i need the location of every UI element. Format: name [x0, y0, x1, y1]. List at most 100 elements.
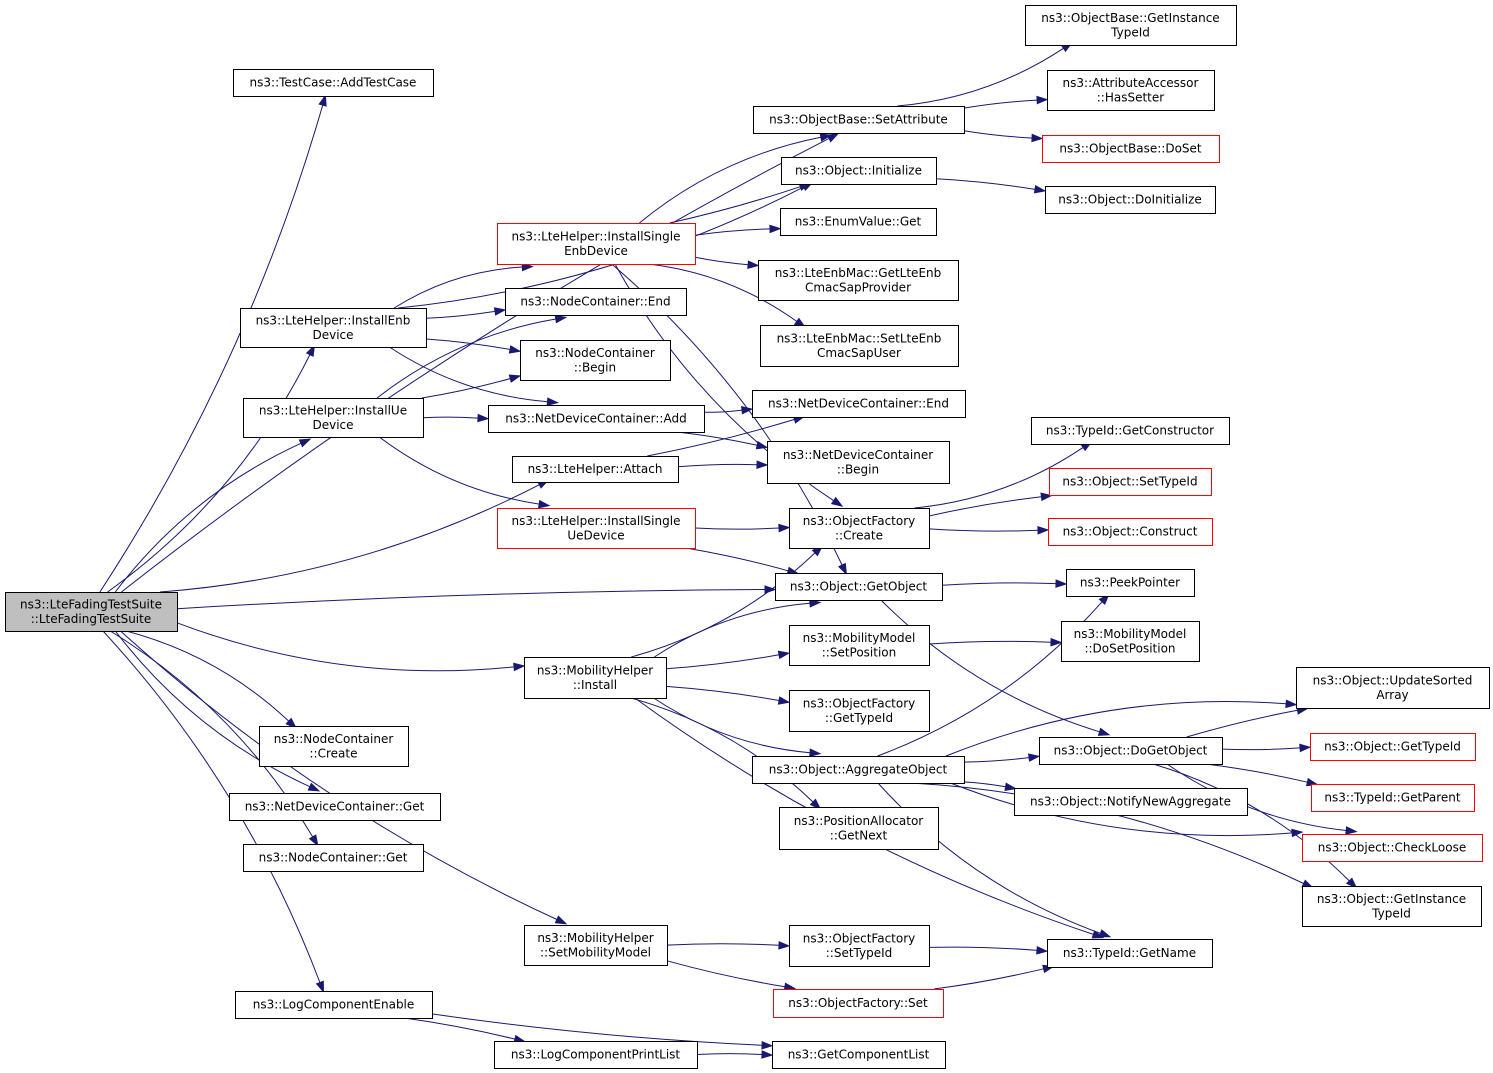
- node-netDevContainerEnd[interactable]: ns3::NetDeviceContainer::End: [752, 390, 966, 418]
- node-label: Device: [312, 418, 353, 432]
- node-getComponentList[interactable]: ns3::GetComponentList: [772, 1041, 946, 1069]
- node-box: [494, 1041, 698, 1069]
- node-box: [1014, 788, 1248, 816]
- call-edge: [696, 1050, 774, 1059]
- node-netDevContainerBegin[interactable]: ns3::NetDeviceContainer::Begin: [767, 441, 950, 484]
- node-label: ns3::GetComponentList: [788, 1048, 930, 1062]
- node-label: ns3::Object::SetTypeId: [1062, 475, 1197, 489]
- node-objectGetTypeId[interactable]: ns3::Object::GetTypeId: [1310, 733, 1476, 761]
- node-logComponentPrintList[interactable]: ns3::LogComponentPrintList: [494, 1041, 698, 1069]
- node-label: ns3::Object::NotifyNewAggregate: [1030, 795, 1231, 809]
- node-mobilityDoSetPosition[interactable]: ns3::MobilityModel::DoSetPosition: [1061, 621, 1200, 662]
- call-edge: [114, 438, 312, 593]
- call-edge: [928, 492, 1053, 517]
- node-objectDoInitialize[interactable]: ns3::Object::DoInitialize: [1045, 186, 1216, 214]
- call-edge: [159, 479, 550, 593]
- node-label: CmacSapUser: [817, 346, 901, 360]
- arrowhead: [1098, 929, 1112, 938]
- node-box: [1045, 186, 1216, 214]
- arrowhead: [747, 260, 760, 269]
- node-objectInitialize[interactable]: ns3::Object::Initialize: [781, 157, 937, 185]
- call-edge: [941, 579, 1068, 588]
- node-logComponentEnable[interactable]: ns3::LogComponentEnable: [235, 991, 433, 1019]
- node-enumValueGet[interactable]: ns3::EnumValue::Get: [780, 208, 937, 236]
- node-box: [1025, 5, 1237, 46]
- node-attrAccessorHasSetter[interactable]: ns3::AttributeAccessor::HasSetter: [1047, 70, 1215, 111]
- node-objectConstruct[interactable]: ns3::Object::Construct: [1048, 518, 1213, 546]
- node-label: ns3::LteHelper::InstallEnb: [256, 313, 411, 327]
- call-edge: [176, 585, 777, 610]
- node-addTestCase[interactable]: ns3::TestCase::AddTestCase: [233, 69, 434, 97]
- node-box: [775, 573, 943, 601]
- node-posAllocGetNext[interactable]: ns3::PositionAllocator::GetNext: [779, 807, 939, 850]
- node-typeIdGetConstructor[interactable]: ns3::TypeId::GetConstructor: [1031, 417, 1230, 445]
- node-label: ns3::Object::GetInstance: [1317, 892, 1466, 906]
- node-box: [524, 657, 667, 699]
- node-aggregateObject[interactable]: ns3::Object::AggregateObject: [752, 756, 965, 784]
- arrowhead: [769, 224, 782, 234]
- node-nodeContainerEnd[interactable]: ns3::NodeContainer::End: [505, 288, 687, 316]
- call-edge: [389, 346, 559, 406]
- node-root[interactable]: ns3::LteFadingTestSuite::LteFadingTestSu…: [5, 592, 178, 632]
- node-label: ::SetPosition: [822, 645, 897, 659]
- node-label: ::GetNext: [830, 828, 888, 842]
- call-edge: [694, 256, 760, 269]
- node-box: [1048, 518, 1213, 546]
- node-objectFactoryGetTypeId[interactable]: ns3::ObjectFactory::GetTypeId: [789, 690, 930, 732]
- node-setAttribute[interactable]: ns3::ObjectBase::SetAttribute: [753, 106, 965, 134]
- node-notifyNewAggregate[interactable]: ns3::Object::NotifyNewAggregate: [1014, 788, 1248, 816]
- arrowhead: [778, 941, 791, 950]
- node-typeIdGetName[interactable]: ns3::TypeId::GetName: [1047, 939, 1213, 968]
- arrowhead: [513, 662, 526, 672]
- node-typeIdGetParent[interactable]: ns3::TypeId::GetParent: [1311, 784, 1475, 812]
- node-label: ns3::ObjectBase::GetInstance: [1041, 11, 1219, 25]
- node-setMobilityModel[interactable]: ns3::MobilityHelper::SetMobilityModel: [524, 925, 668, 966]
- node-objectSetTypeId[interactable]: ns3::Object::SetTypeId: [1049, 468, 1212, 496]
- node-objectBaseDoSet[interactable]: ns3::ObjectBase::DoSet: [1042, 135, 1220, 163]
- arrowhead: [546, 397, 559, 406]
- node-label: EnbDevice: [564, 244, 628, 258]
- node-box: [243, 398, 424, 438]
- node-peekPointer[interactable]: ns3::PeekPointer: [1066, 569, 1195, 597]
- node-label: ns3::Object::Construct: [1063, 525, 1198, 539]
- node-mobilityInstall[interactable]: ns3::MobilityHelper::Install: [524, 657, 667, 699]
- node-objectFactorySetTypeId[interactable]: ns3::ObjectFactory::SetTypeId: [789, 925, 930, 967]
- arrowhead: [1299, 743, 1312, 753]
- node-nodeContainerCreate[interactable]: ns3::NodeContainer::Create: [259, 726, 409, 767]
- node-box: [779, 807, 939, 850]
- arrowhead: [493, 307, 507, 316]
- node-nodeContainerGet[interactable]: ns3::NodeContainer::Get: [243, 844, 424, 872]
- arrowhead: [307, 782, 321, 792]
- call-edge: [694, 224, 782, 236]
- call-edge: [935, 178, 1047, 194]
- node-objectFactoryCreate[interactable]: ns3::ObjectFactory::Create: [789, 508, 930, 549]
- node-netDevContainerAdd[interactable]: ns3::NetDeviceContainer::Add: [488, 405, 705, 433]
- node-label: ns3::NetDeviceContainer::Add: [505, 412, 686, 426]
- node-objectDoGetObject[interactable]: ns3::Object::DoGetObject: [1039, 737, 1223, 765]
- node-mobilitySetPosition[interactable]: ns3::MobilityModel::SetPosition: [789, 625, 930, 666]
- node-box: [789, 925, 930, 967]
- node-objectGetObject[interactable]: ns3::Object::GetObject: [775, 573, 943, 601]
- node-box: [1066, 569, 1195, 597]
- node-label: ns3::TypeId::GetConstructor: [1046, 424, 1214, 438]
- node-label: ::HasSetter: [1097, 90, 1165, 104]
- node-label: ns3::LteFadingTestSuite: [20, 597, 162, 611]
- node-label: ns3::ObjectFactory: [803, 514, 916, 528]
- node-nodeContainerBegin[interactable]: ns3::NodeContainer::Begin: [520, 340, 671, 381]
- node-objectFactorySet[interactable]: ns3::ObjectFactory::Set: [773, 989, 944, 1018]
- node-checkLoose[interactable]: ns3::Object::CheckLoose: [1302, 834, 1483, 862]
- node-label: TypeId: [1110, 25, 1150, 39]
- node-attach[interactable]: ns3::LteHelper::Attach: [512, 456, 679, 483]
- node-box: [520, 340, 671, 381]
- node-netDevContainerGet[interactable]: ns3::NetDeviceContainer::Get: [229, 793, 441, 821]
